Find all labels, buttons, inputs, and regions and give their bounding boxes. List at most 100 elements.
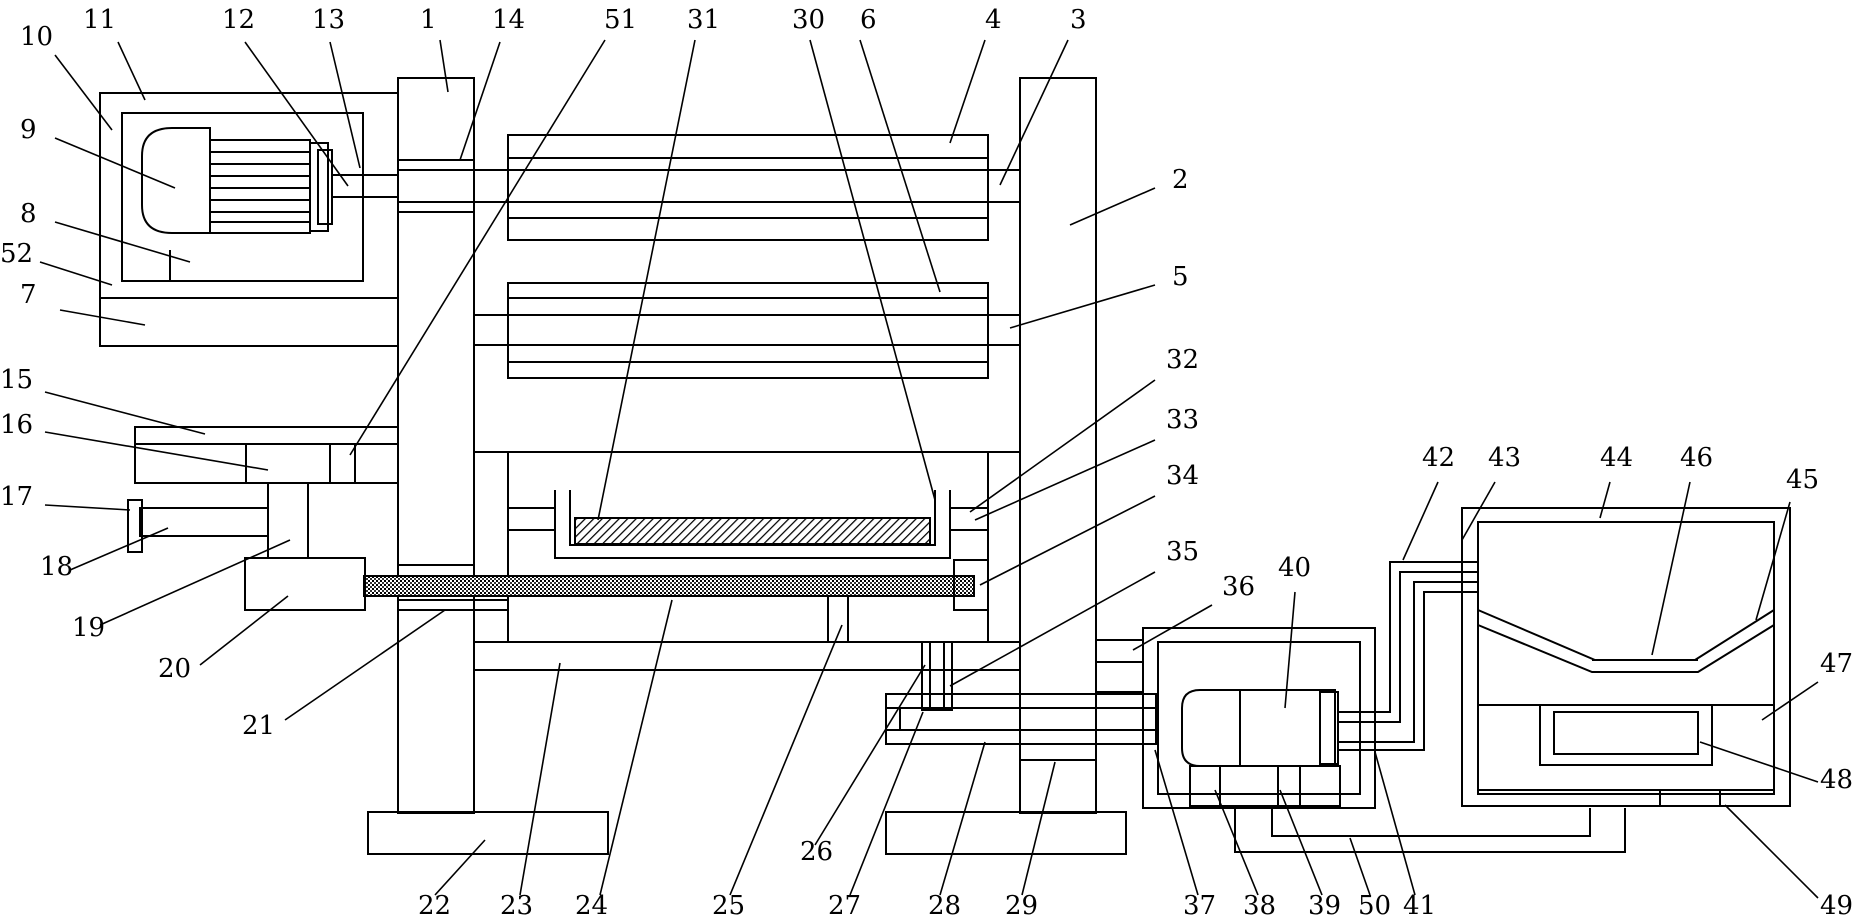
- part-label-42: 42: [1422, 443, 1455, 473]
- left-foot: [367, 811, 609, 855]
- part-label-4: 4: [985, 5, 1002, 35]
- filter-screen: [1477, 624, 1775, 673]
- leader-line-37: [1154, 749, 1199, 896]
- part-label-34: 34: [1166, 461, 1199, 491]
- leader-line-41: [1374, 751, 1416, 896]
- leader-line-40: [1284, 591, 1296, 709]
- part-label-29: 29: [1005, 891, 1038, 919]
- leader-line-18: [69, 527, 169, 571]
- leader-line-4: [949, 39, 986, 144]
- leader-line-3: [999, 39, 1069, 186]
- part-label-30: 30: [792, 5, 825, 35]
- part-label-45: 45: [1786, 465, 1819, 495]
- machine-parts: [99, 77, 1791, 855]
- part-label-25: 25: [712, 891, 745, 919]
- part-label-32: 32: [1166, 345, 1199, 375]
- leader-line-39: [1279, 789, 1323, 896]
- part-label-49: 49: [1820, 891, 1853, 919]
- leader-line-33: [974, 439, 1156, 521]
- leader-line-32: [969, 379, 1156, 513]
- leader-line-46: [1651, 481, 1691, 656]
- part-label-31: 31: [687, 5, 720, 35]
- outlet-pipe: [1338, 571, 1478, 723]
- leader-line-17: [44, 504, 131, 511]
- leader-line-22: [434, 839, 486, 896]
- slider: [827, 595, 849, 643]
- leader-line-25: [729, 624, 843, 896]
- leader-line-23: [519, 662, 561, 896]
- part-label-6: 6: [860, 5, 877, 35]
- part-label-33: 33: [1166, 405, 1199, 435]
- collecting-tray: [1539, 704, 1713, 766]
- bracket-left: [507, 507, 556, 531]
- part-label-50: 50: [1358, 891, 1391, 919]
- part-label-37: 37: [1183, 891, 1216, 919]
- side-box: [134, 426, 399, 484]
- leader-line-42: [1402, 481, 1439, 561]
- leader-line-5: [1009, 284, 1156, 329]
- leader-line-1: [439, 39, 449, 93]
- part-label-48: 48: [1820, 765, 1853, 795]
- part-label-13: 13: [312, 5, 345, 35]
- part-label-1: 1: [420, 5, 437, 35]
- part-label-51: 51: [604, 5, 637, 35]
- part-label-27: 27: [828, 891, 861, 919]
- part-label-14: 14: [492, 5, 525, 35]
- leader-line-24: [599, 599, 673, 896]
- part-label-9: 9: [20, 115, 37, 145]
- leader-line-8: [54, 221, 191, 263]
- lower-shaft: [473, 314, 1021, 346]
- pump-base: [1189, 765, 1341, 807]
- leader-line-2: [1069, 187, 1156, 226]
- leader-line-15: [44, 391, 206, 435]
- leader-line-10: [54, 54, 113, 131]
- part-label-20: 20: [158, 654, 191, 684]
- part-label-12: 12: [222, 5, 255, 35]
- part-label-38: 38: [1243, 891, 1276, 919]
- leader-lines: [39, 39, 1819, 899]
- leader-line-30: [809, 39, 936, 501]
- leader-line-9: [54, 137, 176, 189]
- part-label-47: 47: [1820, 649, 1853, 679]
- tank-inner: [1477, 521, 1775, 795]
- part-label-3: 3: [1070, 5, 1087, 35]
- screw-rod: [363, 575, 975, 597]
- guide-bar: [397, 599, 509, 611]
- handle-rod: [139, 507, 269, 537]
- outlet-pipe: [1338, 561, 1478, 713]
- part-label-10: 10: [20, 22, 53, 52]
- leader-line-31: [597, 39, 696, 521]
- leader-line-43: [1461, 481, 1496, 541]
- part-label-39: 39: [1308, 891, 1341, 919]
- leader-line-45: [1755, 501, 1791, 621]
- part-label-40: 40: [1278, 553, 1311, 583]
- leader-line-44: [1599, 481, 1611, 519]
- part-label-19: 19: [72, 613, 105, 643]
- handle-knob: [127, 499, 143, 553]
- part-label-52: 52: [0, 239, 33, 269]
- part-label-36: 36: [1222, 572, 1255, 602]
- part-label-22: 22: [418, 891, 451, 919]
- tank: [1461, 507, 1791, 807]
- part-label-41: 41: [1403, 891, 1436, 919]
- bracket-right: [949, 507, 989, 531]
- drain-pipe: [1271, 808, 1591, 837]
- leader-line-50: [1349, 837, 1371, 896]
- pump-box-inner: [1157, 641, 1361, 795]
- leader-line-52: [39, 261, 113, 286]
- leader-line-49: [1724, 804, 1819, 899]
- motor-body: [141, 127, 211, 234]
- part-label-7: 7: [20, 280, 37, 310]
- right-foot: [885, 811, 1127, 855]
- part-label-2: 2: [1172, 165, 1189, 195]
- leader-line-7: [59, 309, 146, 326]
- outlet-pipe: [1338, 591, 1478, 751]
- drive-shaft: [331, 174, 399, 198]
- part-label-21: 21: [242, 711, 275, 741]
- leader-line-13: [329, 41, 361, 169]
- filter-layer: [574, 517, 931, 545]
- vertical-pipe: [921, 641, 953, 711]
- pump-bracket: [1095, 639, 1144, 693]
- part-label-46: 46: [1680, 443, 1713, 473]
